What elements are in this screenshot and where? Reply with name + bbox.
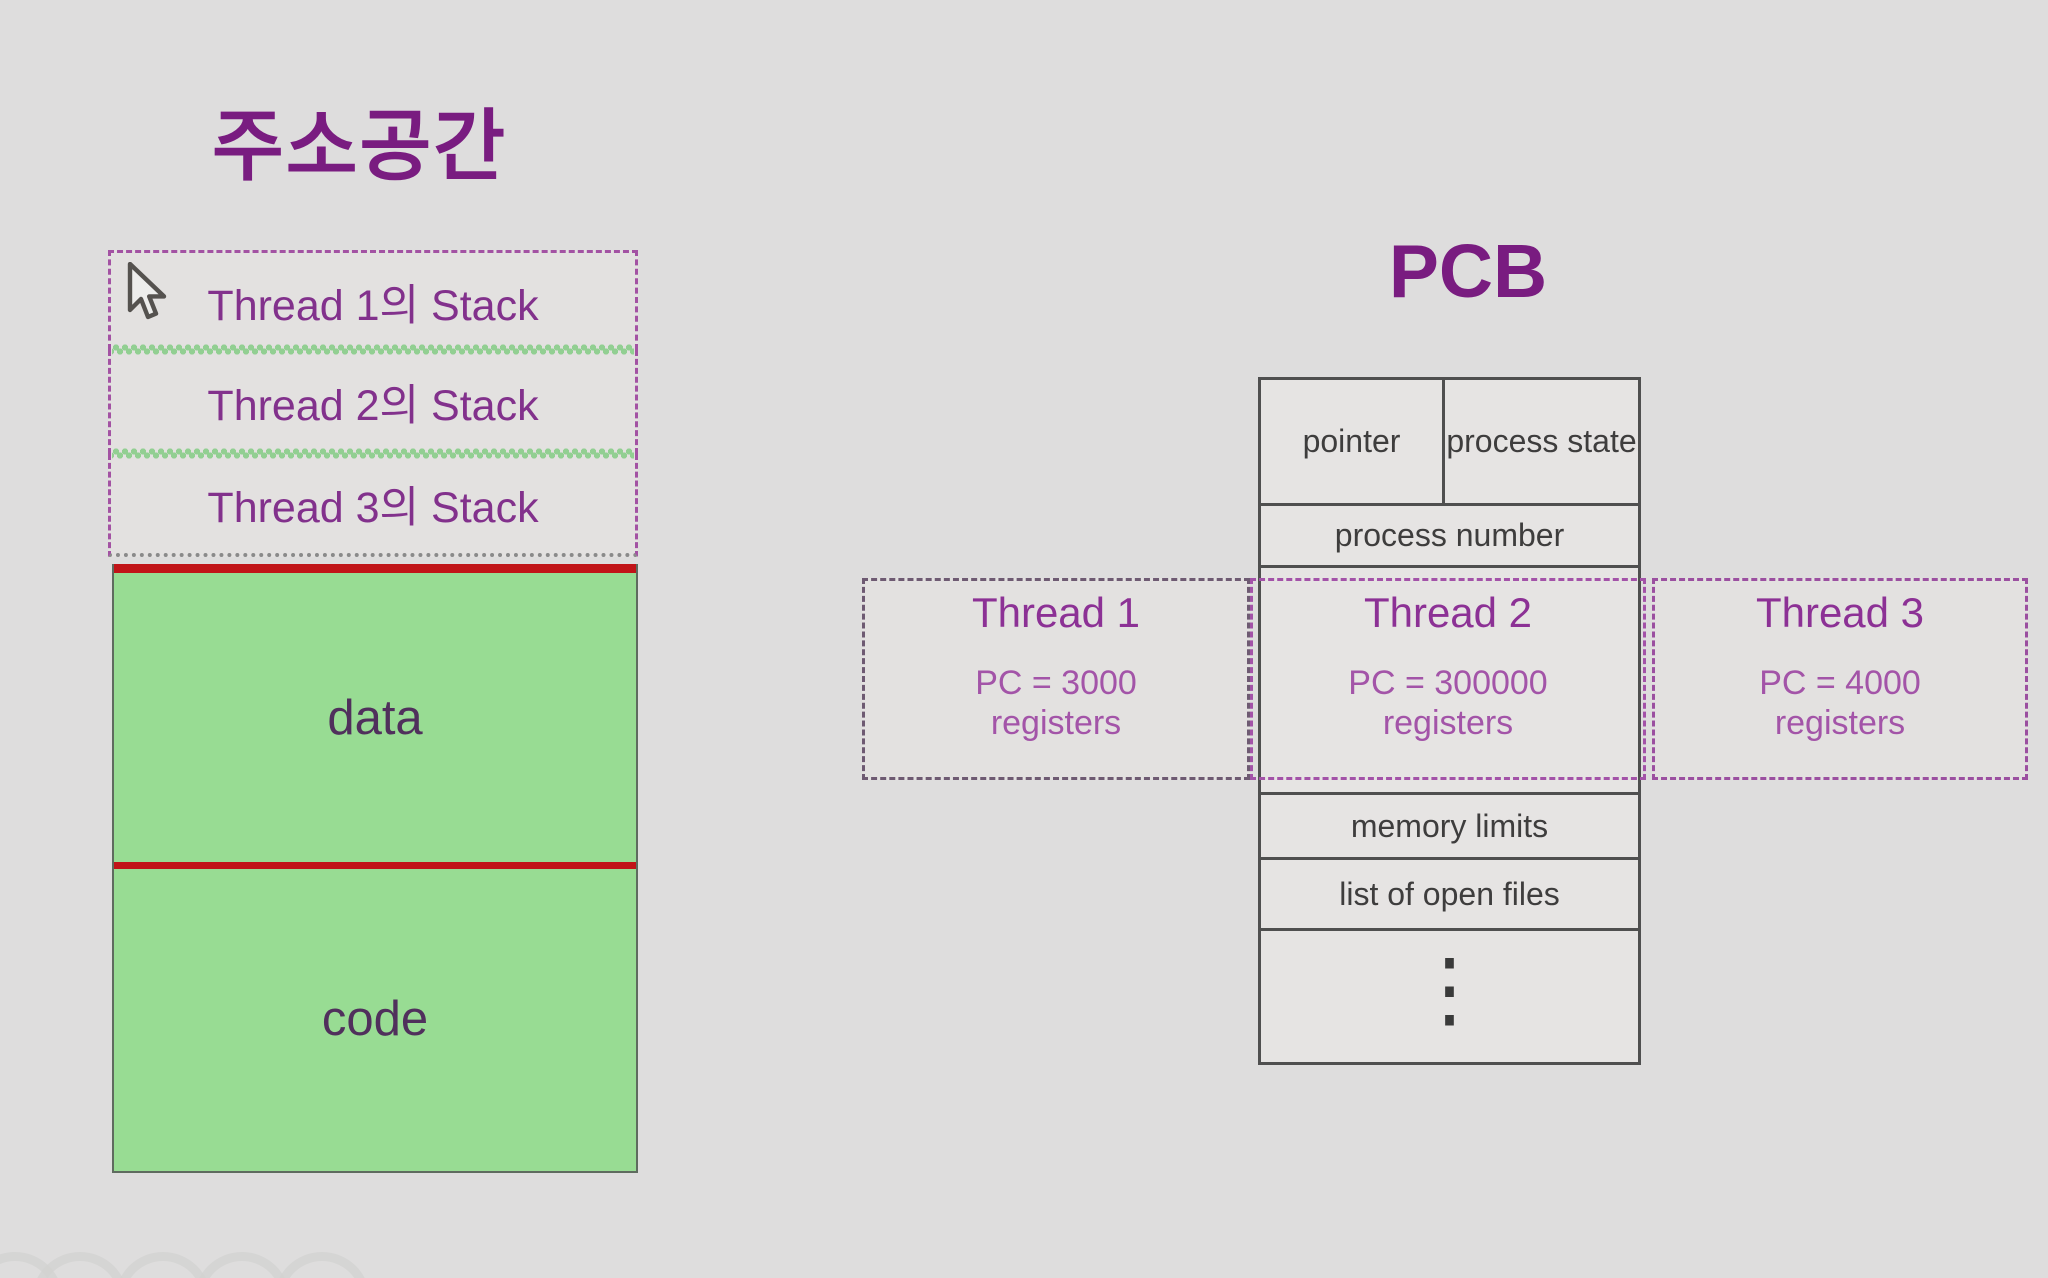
ellipsis-cell: ⋮ <box>1261 931 1638 1062</box>
thread1-stack-label: Thread 1의 Stack <box>207 281 539 330</box>
pcb-title: PCB <box>1388 229 1548 313</box>
watermark-circle <box>32 1252 128 1278</box>
data-segment-label: data <box>327 690 423 745</box>
pcb-table: pointer process state process number mem… <box>1258 377 1641 1065</box>
code-segment-label: code <box>321 992 429 1046</box>
pointer-cell: pointer <box>1261 380 1445 503</box>
registers-cell <box>1261 568 1638 795</box>
zigzag-separator-1 <box>112 344 634 355</box>
thread3-name: Thread 3 <box>1755 589 1925 636</box>
thread3-pc: PC = 4000 <box>1759 664 1921 702</box>
mouse-cursor-icon <box>126 261 172 329</box>
watermark-circle <box>194 1252 290 1278</box>
data-segment: data <box>114 573 636 862</box>
thread1-stack-box: Thread 1의 Stack <box>108 250 638 350</box>
thread2-stack-label: Thread 2의 Stack <box>207 382 539 430</box>
thread1-name: Thread 1 <box>971 589 1141 636</box>
memory-segments-box: data code <box>112 564 638 1173</box>
memory-limits-cell: memory limits <box>1261 795 1638 860</box>
thread1-pc: PC = 3000 <box>975 664 1137 702</box>
thread2-name: Thread 2 <box>1363 589 1533 636</box>
code-segment: code <box>114 869 636 1169</box>
thread1-registers: registers <box>990 704 1122 742</box>
data-code-red-divider <box>114 862 636 869</box>
thread3-stack-box: Thread 3의 Stack <box>108 454 638 557</box>
memory-limits-label: memory limits <box>1350 807 1549 844</box>
pointer-label: pointer <box>1302 423 1401 460</box>
watermark-circle <box>274 1252 370 1278</box>
process-state-label: process state <box>1446 423 1637 460</box>
process-state-cell: process state <box>1445 380 1638 503</box>
pcb-row-pointer-state: pointer process state <box>1261 380 1638 506</box>
process-number-label: process number <box>1334 517 1565 554</box>
thread1-pcb-box: Thread 1 PC = 3000 registers <box>862 578 1250 780</box>
open-files-cell: list of open files <box>1261 860 1638 931</box>
data-top-red-bar <box>114 564 636 573</box>
address-space-title: 주소공간 <box>212 102 508 190</box>
open-files-label: list of open files <box>1339 875 1560 912</box>
thread2-pc: PC = 300000 <box>1348 664 1548 702</box>
thread2-registers: registers <box>1382 704 1514 742</box>
process-number-cell: process number <box>1261 506 1638 568</box>
thread3-stack-label: Thread 3의 Stack <box>207 483 539 532</box>
thread3-pcb-box: Thread 3 PC = 4000 registers <box>1652 578 2028 780</box>
vertical-ellipsis-icon: ⋮ <box>1407 941 1492 1036</box>
thread2-stack-box: Thread 2의 Stack <box>108 350 638 454</box>
thread3-registers: registers <box>1774 704 1906 742</box>
thread2-pcb-box: Thread 2 PC = 300000 registers <box>1250 578 1646 780</box>
watermark-circle <box>115 1252 211 1278</box>
zigzag-separator-2 <box>112 448 634 459</box>
